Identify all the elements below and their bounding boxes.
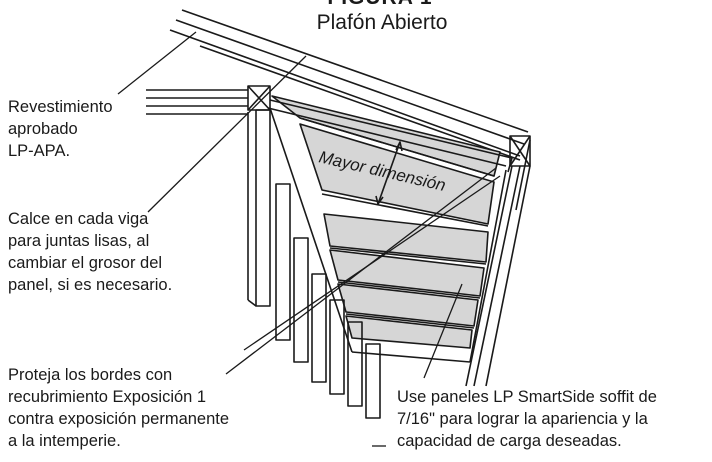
- callout-paneles: Use paneles LP SmartSide soffit de 7/16"…: [397, 388, 657, 450]
- callout-proteja: Proteja los bordes con recubrimiento Exp…: [8, 366, 230, 450]
- rafter-tails: [247, 109, 381, 419]
- soffit-outline: [267, 99, 513, 363]
- callout-revestimiento: Revestimiento aprobado LP-APA.: [8, 98, 113, 160]
- figure-title: FIGURA 1: [300, 0, 460, 10]
- leader-lines: [117, 31, 501, 447]
- figure-subtitle: Plafón Abierto: [316, 11, 448, 34]
- dimension-marker: [375, 141, 403, 205]
- fascia-end: [465, 135, 531, 387]
- roof-sheathing: [169, 9, 529, 161]
- callout-calce: Calce en cada viga para juntas lisas, al…: [8, 210, 173, 294]
